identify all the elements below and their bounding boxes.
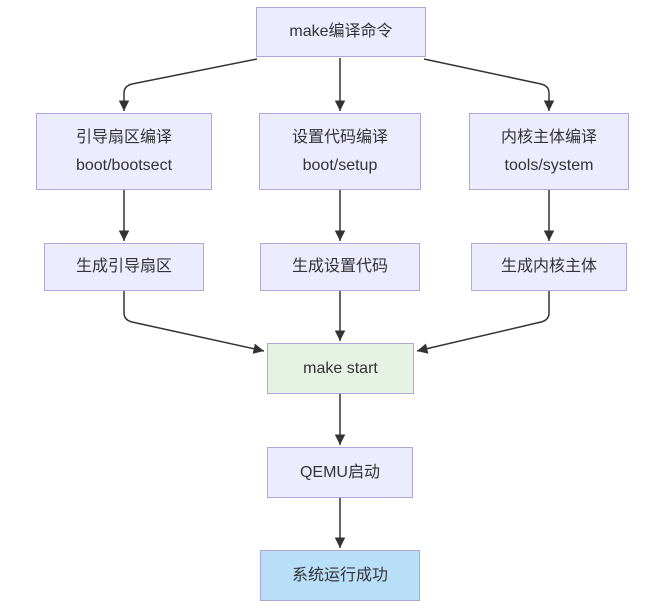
node-label: make编译命令 <box>289 23 393 40</box>
node-label: 系统运行成功 <box>291 566 388 584</box>
node-gen-bootsect: 生成引导扇区 <box>44 243 204 291</box>
edge-make-to-system <box>423 58 555 111</box>
node-bootsect-compile: 引导扇区编译 boot/bootsect <box>36 113 212 190</box>
edge-gensystem-to-makestart <box>416 291 550 354</box>
node-qemu-start: QEMU启动 <box>267 447 413 498</box>
node-label: 生成引导扇区 <box>75 258 172 275</box>
node-gen-setup: 生成设置代码 <box>260 243 420 291</box>
node-gen-system: 生成内核主体 <box>471 243 627 291</box>
edge-genbootsect-to-makestart <box>123 291 265 354</box>
node-sublabel: tools/system <box>504 156 594 174</box>
node-make-compile: make编译命令 <box>256 7 426 57</box>
node-sublabel: boot/bootsect <box>75 156 173 174</box>
node-label: make start <box>303 359 378 377</box>
node-label: 引导扇区编译 <box>75 128 172 146</box>
node-make-start: make start <box>267 343 414 394</box>
node-label: 生成内核主体 <box>500 258 597 275</box>
node-system-compile: 内核主体编译 tools/system <box>469 113 629 190</box>
node-label: 生成设置代码 <box>291 258 388 275</box>
node-label: 内核主体编译 <box>500 128 597 146</box>
node-setup-compile: 设置代码编译 boot/setup <box>259 113 421 190</box>
node-label: 设置代码编译 <box>291 128 388 146</box>
node-label: QEMU启动 <box>299 463 380 481</box>
node-system-success: 系统运行成功 <box>260 550 420 601</box>
edge-make-to-bootsect <box>118 58 258 111</box>
node-sublabel: boot/setup <box>302 156 378 174</box>
